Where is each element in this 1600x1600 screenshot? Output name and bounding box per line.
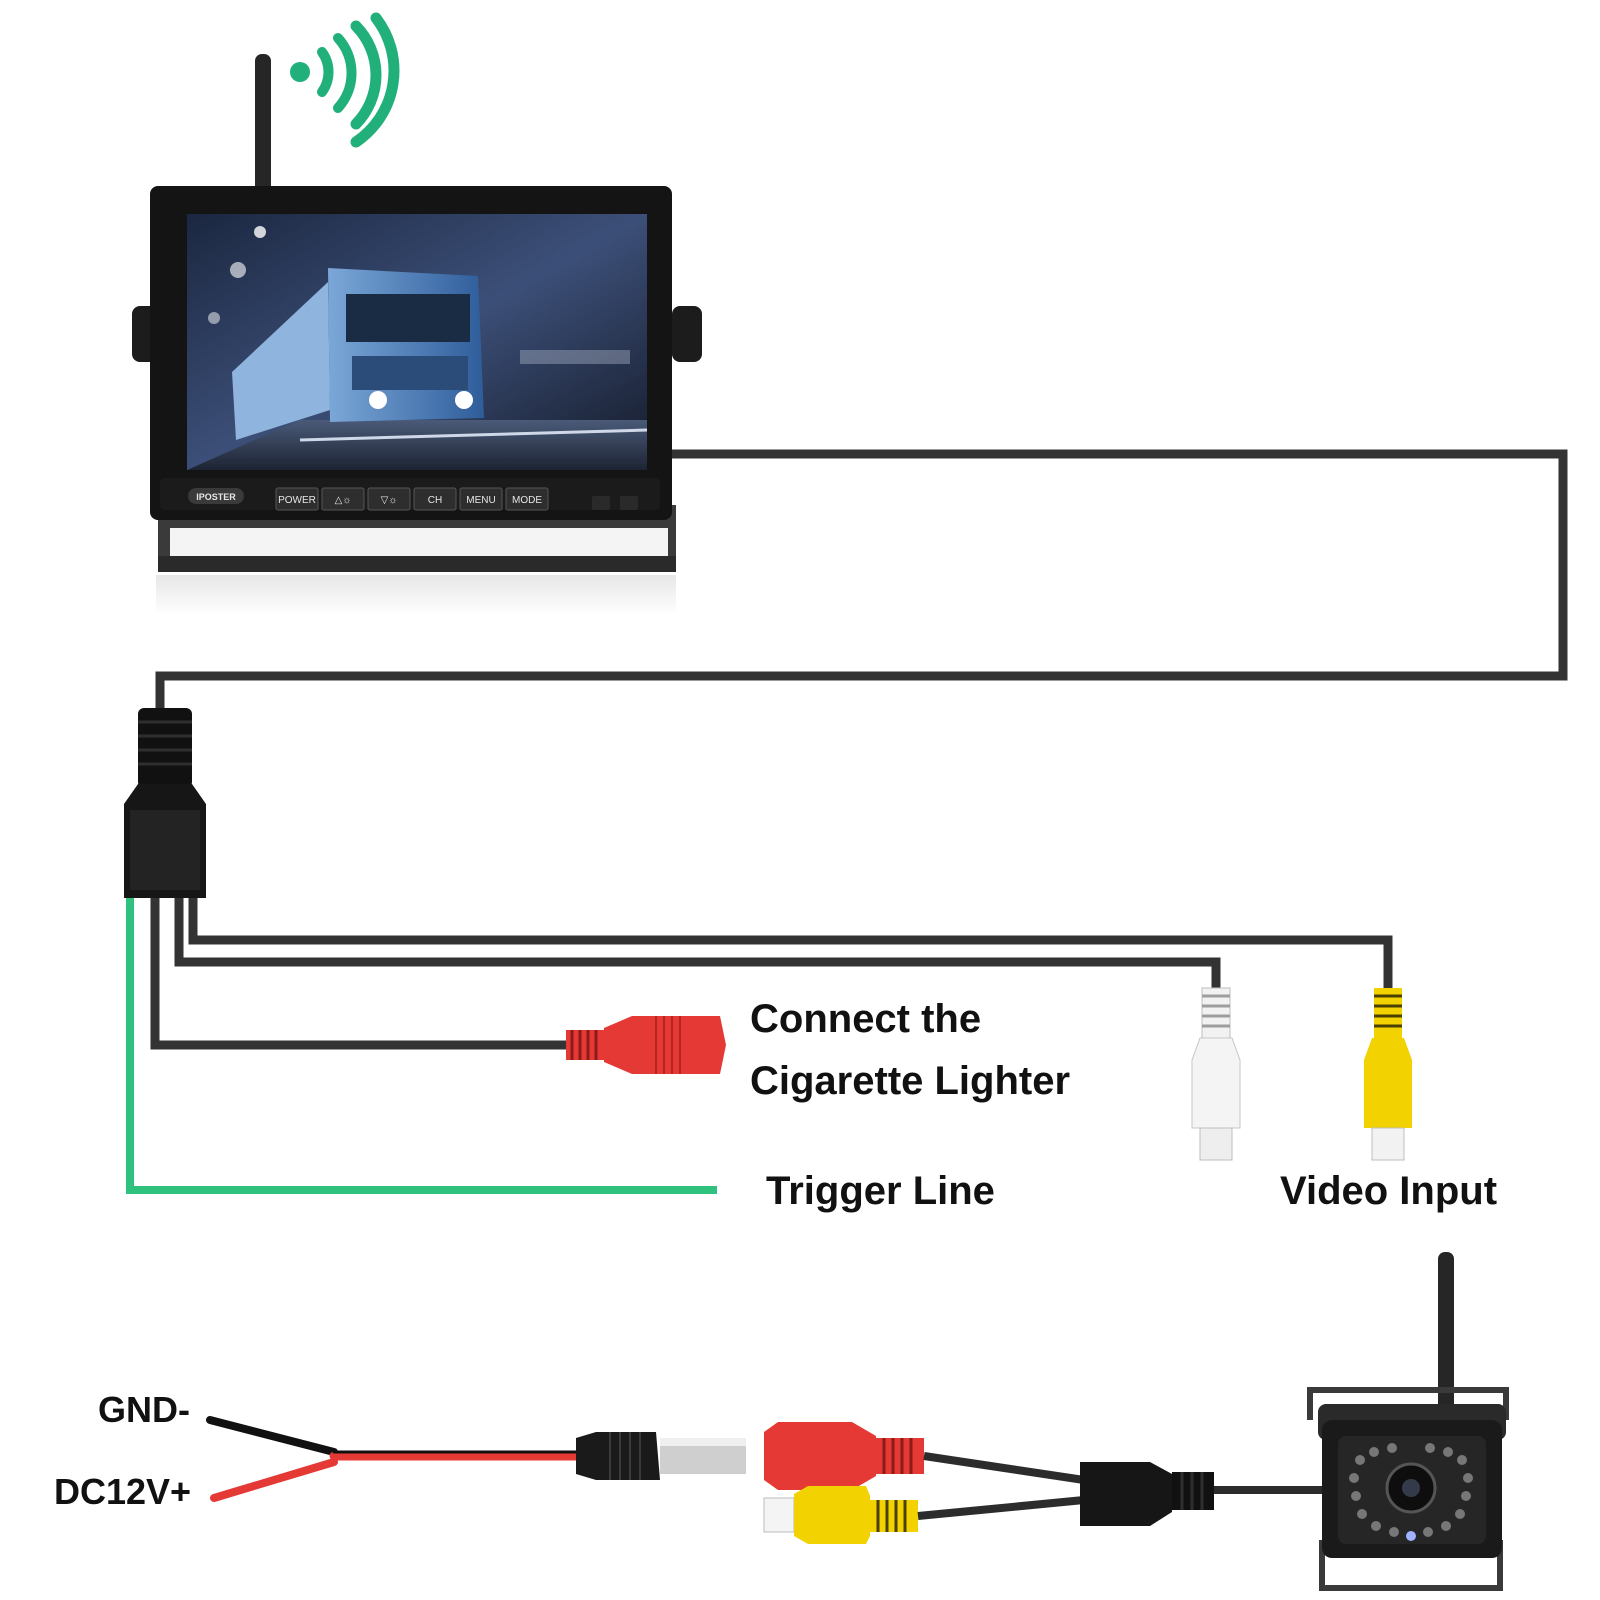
monitor-button[interactable] <box>275 487 319 511</box>
monitor-button[interactable] <box>459 487 503 511</box>
monitor-cable <box>155 449 1568 715</box>
dc12v-label: DC12V+ <box>54 1471 191 1512</box>
audio-cable <box>174 898 1221 990</box>
monitor-button[interactable] <box>321 487 365 511</box>
trigger-line-wire <box>126 898 717 1194</box>
monitor-button[interactable] <box>367 487 411 511</box>
monitor-button-label: POWER <box>278 495 316 506</box>
camera-dc-connector <box>764 1422 924 1490</box>
brand-badge <box>188 488 244 504</box>
gnd-label: GND- <box>98 1389 190 1430</box>
connect-label-line1: Connect the <box>750 997 981 1041</box>
dc-power-connector <box>566 1016 726 1074</box>
power-wires <box>206 1416 581 1502</box>
video-input-label: Video Input <box>1280 1169 1497 1213</box>
sensor-dot <box>620 496 638 510</box>
white-rca-connector <box>1191 987 1241 1161</box>
cables <box>150 449 1568 1050</box>
camera-cables <box>917 1452 1322 1520</box>
monitor-button-label: MENU <box>466 495 495 506</box>
sensor-dot <box>592 496 610 510</box>
camera-led-icon <box>1349 1443 1473 1537</box>
brand-label: IPOSTER <box>196 492 236 502</box>
monitor: IPOSTER POWER △☼ ▽☼ CH MENU MODE <box>132 12 702 615</box>
backup-camera <box>1307 1252 1509 1591</box>
yellow-rca-connector <box>1364 988 1412 1161</box>
monitor-button-label: MODE <box>512 495 542 506</box>
monitor-button-label: ▽☼ <box>381 495 398 506</box>
splitter-connector <box>124 708 206 898</box>
monitor-reflection <box>156 575 676 615</box>
camera-antenna-icon <box>1438 1252 1454 1422</box>
camera-splitter <box>1080 1462 1214 1526</box>
truck-image <box>187 226 648 470</box>
camera-video-connector <box>763 1486 918 1544</box>
antenna-icon <box>255 54 271 194</box>
power-cable <box>150 898 566 1050</box>
monitor-button-label: △☼ <box>335 495 352 506</box>
video-cable <box>188 898 1393 990</box>
monitor-button-label: CH <box>428 495 442 506</box>
dc-male-plug <box>576 1432 746 1480</box>
trigger-line-label: Trigger Line <box>766 1169 995 1213</box>
monitor-buttons: POWER △☼ ▽☼ CH MENU MODE <box>275 487 549 511</box>
monitor-button[interactable] <box>505 487 549 511</box>
wifi-signal-icon <box>290 12 400 148</box>
connect-label-line2: Cigarette Lighter <box>750 1059 1070 1103</box>
monitor-button[interactable] <box>413 487 457 511</box>
